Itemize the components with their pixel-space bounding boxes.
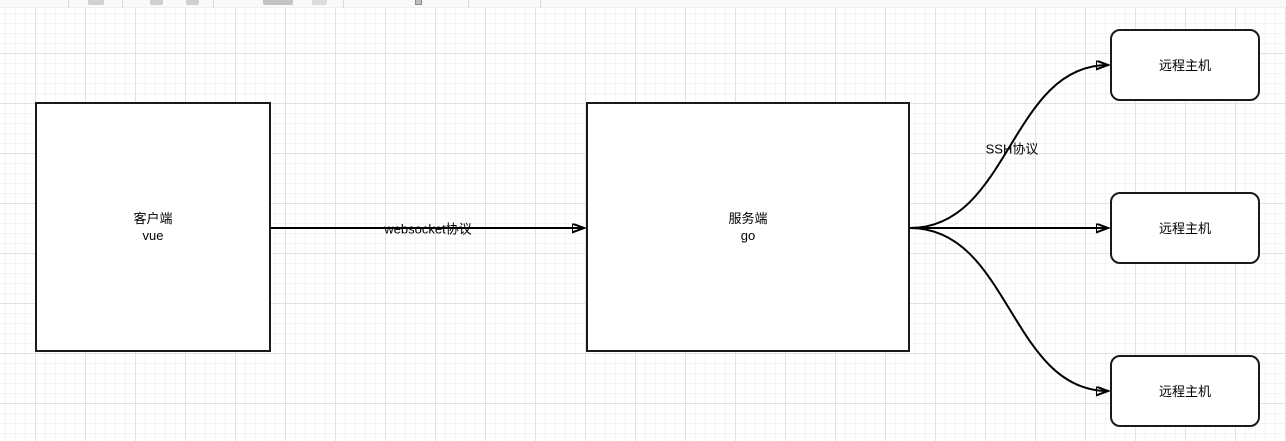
edge-ssh-top[interactable] (909, 65, 1108, 229)
toolbar-divider (343, 0, 344, 8)
node-server-label-line1: 服务端 (728, 211, 768, 226)
node-remote-host-3-label: 远程主机 (1158, 383, 1211, 399)
edge-label-ssh: SSH协议 (985, 141, 1039, 157)
node-server[interactable]: 服务端 go (586, 102, 910, 352)
edge-label-websocket: websocket协议 (384, 221, 472, 237)
toolbar-dropdown[interactable] (263, 0, 293, 5)
toolbar (0, 0, 1286, 8)
toolbar-divider (122, 0, 123, 8)
node-remote-host-1-label: 远程主机 (1158, 57, 1211, 73)
node-client[interactable]: 客户端 vue (35, 102, 271, 352)
edges-layer (271, 8, 1286, 441)
toolbar-divider (68, 0, 69, 8)
toolbar-button[interactable] (312, 0, 327, 5)
node-remote-host-2-label: 远程主机 (1158, 220, 1211, 236)
diagram-canvas[interactable]: 客户端 vue 服务端 go 远程主机 远程主机 远程主机 websocket协… (0, 8, 1286, 441)
edge-ssh-bottom[interactable] (909, 227, 1108, 391)
node-remote-host-2[interactable]: 远程主机 (1110, 192, 1260, 264)
node-remote-host-3[interactable]: 远程主机 (1110, 355, 1260, 427)
toolbar-button[interactable] (150, 0, 163, 5)
toolbar-icon[interactable] (415, 0, 422, 5)
toolbar-button[interactable] (186, 0, 199, 5)
node-server-label-line2: go (740, 228, 756, 243)
node-client-label-line2: vue (142, 228, 164, 243)
node-client-label-line1: 客户端 (133, 211, 173, 226)
toolbar-button[interactable] (88, 0, 104, 5)
node-remote-host-1[interactable]: 远程主机 (1110, 29, 1260, 101)
toolbar-divider (540, 0, 541, 8)
toolbar-divider (213, 0, 214, 8)
toolbar-divider (468, 0, 469, 8)
